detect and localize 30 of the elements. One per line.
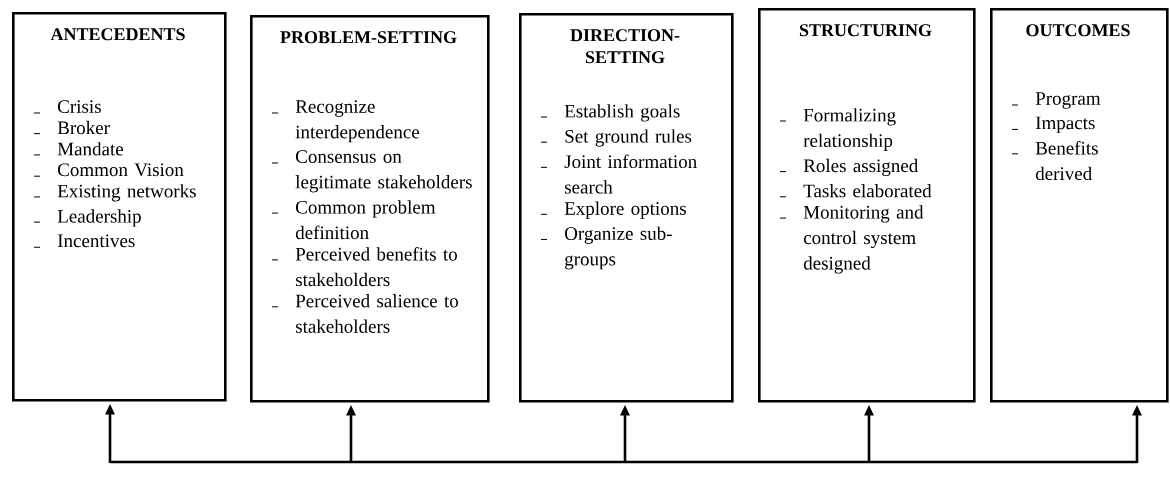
list-item: Set ground rules (565, 129, 692, 147)
list-item: Incentives (57, 234, 135, 248)
list-item: Establish goals (564, 104, 680, 122)
list-item: Existing networks (57, 184, 196, 202)
stage-heading: OUTCOMES (1026, 24, 1130, 37)
list-item: Common Vision (58, 163, 184, 177)
stage-heading: STRUCTURING (799, 24, 932, 37)
stage-heading: PROBLEM-SETTING (280, 31, 457, 44)
list-item: Explore options (564, 201, 686, 219)
stage-heading: DIRECTION-SETTING (570, 29, 680, 64)
list-item: Organize sub-groups (565, 226, 672, 270)
stage-heading: ANTECEDENTS (50, 28, 185, 41)
list-item: Recognize interdependence (295, 100, 420, 143)
list-item: Crisis (58, 100, 101, 113)
list-item: Impacts (1035, 116, 1095, 134)
list-item: Perceived benefits to stakeholders (295, 247, 457, 287)
list-item: Consensus on legitimate stakeholders (295, 150, 472, 193)
list-item: Leadership (57, 209, 141, 227)
list-item: Tasks elaborated (803, 184, 932, 198)
list-item: Perceived salience to stakeholders (295, 294, 459, 333)
list-item: Mandate (57, 142, 124, 156)
list-item: Monitoring and control system designed (803, 205, 924, 274)
list-item: Joint information search (564, 154, 697, 194)
list-item: Broker (57, 120, 110, 135)
list-item: Formalizing relationship (803, 108, 896, 151)
list-item: Roles assigned (803, 158, 918, 177)
list-item: Common problem definition (295, 200, 436, 240)
bus-line (110, 460, 1137, 464)
list-item: Program (1035, 92, 1101, 109)
list-item: Benefits derived (1035, 141, 1098, 181)
